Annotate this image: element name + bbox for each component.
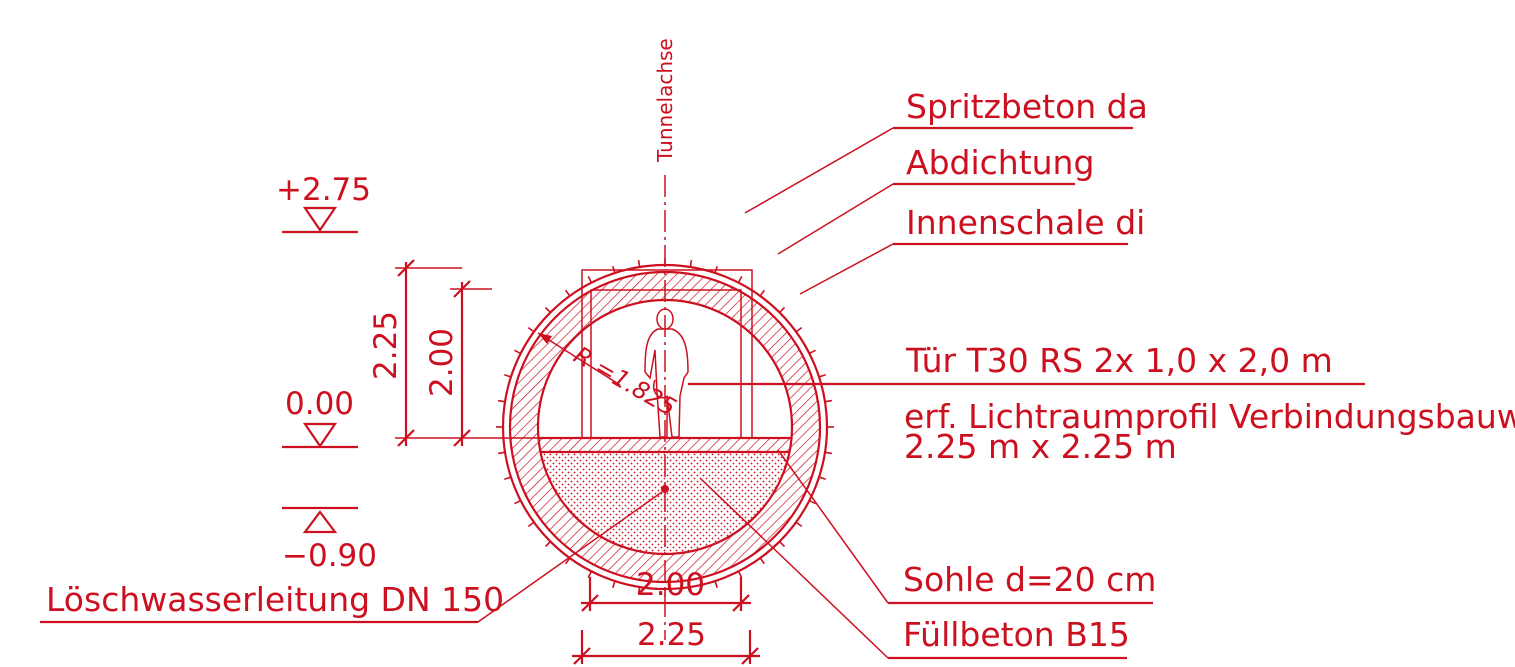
sohle-label: Sohle d=20 cm	[903, 560, 1156, 599]
anchor-tick	[808, 349, 816, 355]
anchor-tick	[587, 570, 593, 578]
callout-loeschwasser: Löschwasserleitung DN 150	[40, 491, 663, 624]
fuellbeton-label: Füllbeton B15	[903, 615, 1130, 654]
level-marker-bottom: −0.90	[282, 506, 377, 574]
anchor-tick	[818, 374, 826, 378]
anchor-tick	[527, 521, 535, 527]
abdichtung-label: Abdichtung	[906, 143, 1094, 182]
width-inner-value: 2.00	[636, 567, 705, 603]
anchor-tick	[737, 570, 743, 578]
anchor-tick	[504, 374, 512, 378]
anchor-tick	[759, 289, 765, 297]
anchor-tick	[808, 499, 816, 505]
height-dimension-outer: 2.25	[368, 259, 590, 447]
anchor-tick	[612, 580, 616, 588]
anchor-tick	[527, 327, 535, 333]
anchor-tick	[637, 586, 641, 595]
level-marker-zero: 0.00	[282, 386, 358, 449]
anchor-tick	[497, 399, 506, 403]
anchor-tick	[514, 349, 522, 355]
anchor-tick	[778, 540, 786, 548]
anchor-tick	[818, 476, 826, 480]
callout-fuellbeton: Füllbeton B15	[699, 477, 1130, 660]
level-zero-value: 0.00	[285, 386, 354, 422]
height-inner-value: 2.00	[424, 328, 460, 397]
anchor-tick	[689, 259, 693, 268]
spritzbeton-label: Spritzbeton da	[906, 87, 1148, 126]
anchor-tick	[795, 521, 803, 527]
anchor-tick	[544, 306, 552, 314]
tuer-label: Tür T30 RS 2x 1,0 x 2,0 m	[905, 341, 1333, 380]
width-outer-value: 2.25	[637, 617, 706, 653]
anchor-tick	[824, 399, 833, 403]
anchor-tick	[737, 276, 743, 284]
anchor-tick	[637, 259, 641, 268]
anchor-tick	[778, 306, 786, 314]
innenschale-label: Innenschale di	[906, 203, 1145, 242]
level-top-value: +2.75	[276, 172, 371, 208]
callout-tuer: Tür T30 RS 2x 1,0 x 2,0 m	[688, 341, 1365, 386]
anchor-tick	[565, 557, 571, 565]
level-bottom-value: −0.90	[282, 538, 377, 574]
callout-innenschale: Innenschale di	[799, 203, 1145, 295]
anchor-tick	[544, 540, 552, 548]
radius-leader	[537, 332, 621, 386]
height-outer-value: 2.25	[368, 311, 404, 380]
clearance-profile	[581, 269, 753, 438]
lichtraum-label-line2: 2.25 m x 2.25 m	[904, 427, 1177, 466]
anchor-tick	[514, 499, 522, 505]
tunnel-axis-label: Tunnelachse	[653, 38, 677, 163]
anchor-tick	[565, 289, 571, 297]
height-dimension-inner: 2.00	[424, 280, 492, 447]
anchor-tick	[795, 327, 803, 333]
anchor-tick	[689, 586, 693, 595]
lichtraum-label-line1: erf. Lichtraumprofil Verbindungsbauwerk	[904, 397, 1515, 436]
fire-water-pipe	[661, 485, 669, 493]
radius-arrowhead	[538, 333, 552, 344]
anchor-tick	[497, 451, 506, 455]
loeschwasser-label: Löschwasserleitung DN 150	[46, 580, 504, 619]
callout-spritzbeton: Spritzbeton da	[744, 87, 1148, 214]
width-dimension-outer: 2.25	[572, 617, 760, 665]
width-dimension-inner: 2.00	[581, 567, 751, 612]
callout-abdichtung: Abdichtung	[777, 143, 1094, 255]
anchor-tick	[587, 276, 593, 284]
slab-hatching	[538, 438, 792, 452]
anchor-tick	[759, 557, 765, 565]
anchor-tick	[824, 451, 833, 455]
callout-lichtraumprofil: erf. Lichtraumprofil Verbindungsbauwerk …	[904, 397, 1515, 466]
anchor-tick	[504, 476, 512, 480]
callout-sohle: Sohle d=20 cm	[777, 449, 1156, 605]
level-marker-top: +2.75	[276, 172, 371, 234]
anchor-tick	[714, 580, 718, 588]
